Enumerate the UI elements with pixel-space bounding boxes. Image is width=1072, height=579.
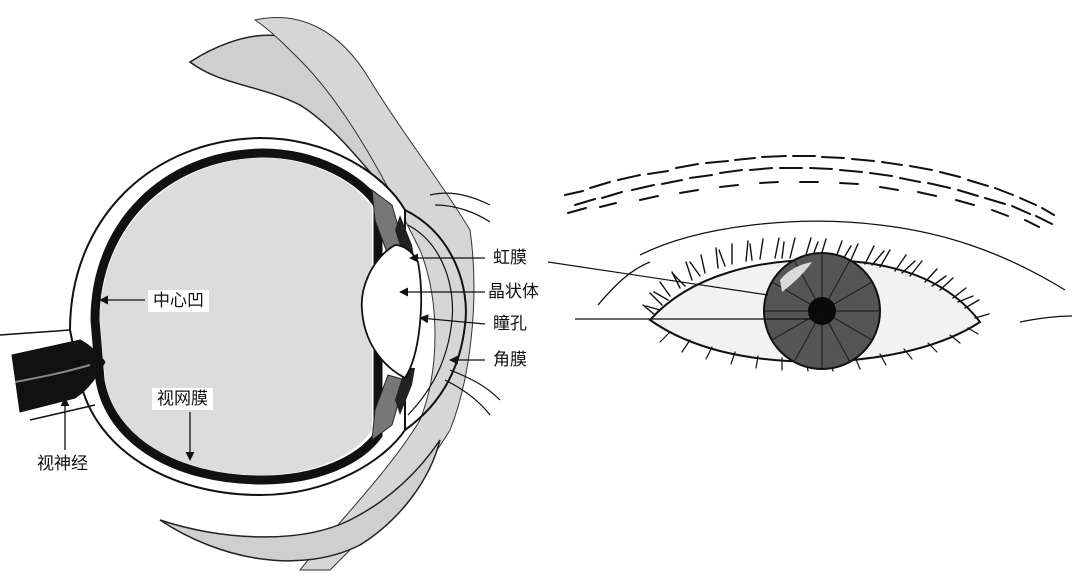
lower-lid-line bbox=[1020, 316, 1072, 322]
optic-nerve-sheath-top bbox=[0, 330, 70, 335]
pupil bbox=[808, 297, 836, 325]
eyelid-crease-left bbox=[598, 262, 650, 305]
cross-section-diagram bbox=[0, 18, 500, 571]
label-fovea: 中心凹 bbox=[148, 290, 209, 312]
label-optic-nerve: 视神经 bbox=[37, 454, 88, 474]
label-lens: 晶状体 bbox=[488, 282, 539, 302]
front-view-diagram bbox=[548, 156, 1072, 371]
eyebrow bbox=[565, 156, 1054, 227]
label-iris: 虹膜 bbox=[493, 248, 527, 268]
label-pupil: 瞳孔 bbox=[493, 314, 527, 334]
label-retina: 视网膜 bbox=[152, 388, 213, 410]
label-cornea: 角膜 bbox=[493, 350, 527, 370]
